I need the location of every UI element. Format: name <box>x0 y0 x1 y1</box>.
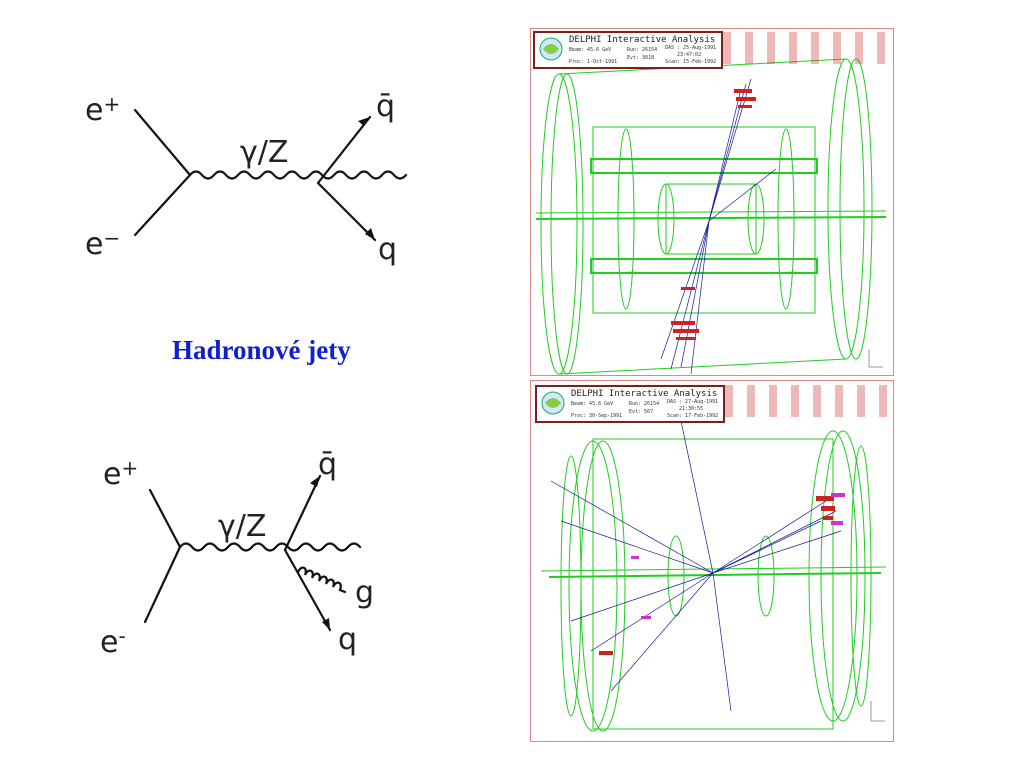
label-g-2: g <box>355 575 375 610</box>
label-e-plus-2: e+ <box>103 457 138 492</box>
event-stats-grid-2 <box>725 385 891 417</box>
label-qbar-1: q̄ <box>376 89 396 124</box>
header-time: 21:30:55 <box>679 406 704 412</box>
header-beam: Beam: 45.6 GeV <box>571 401 614 407</box>
header-evt: Evt: 3018 <box>627 55 655 61</box>
label-e-minus-1: e− <box>85 227 120 262</box>
label-boson-2: γ/Z <box>218 509 267 544</box>
label-boson-1: γ/Z <box>240 135 289 170</box>
detector-view <box>535 58 887 375</box>
label-e-plus-1: e+ <box>85 93 120 128</box>
header-proc: Proc: 1-Oct-1991 <box>569 59 618 65</box>
detector-view <box>540 420 887 732</box>
header-time: 23:47:02 <box>677 52 702 58</box>
label-qbar-2: q̄ <box>318 447 338 482</box>
label-minus-sign: - <box>118 624 126 648</box>
feynman-diagram-gluon-radiation <box>143 474 362 632</box>
label-q-2: q <box>338 622 358 657</box>
header-title: DELPHI Interactive Analysis <box>571 389 718 399</box>
label-plus-sign: + <box>121 456 139 480</box>
label-plus-sign: + <box>103 92 121 116</box>
label-e-text: e <box>100 625 119 660</box>
label-minus-sign: − <box>103 226 121 250</box>
header-title: DELPHI Interactive Analysis <box>569 35 716 45</box>
event-header-1: DELPHI Interactive Analysis Beam: 45.6 G… <box>533 31 723 69</box>
label-q-1: q <box>378 232 398 267</box>
header-scan: Scan: 15-Feb-1992 <box>665 59 717 65</box>
caption-hadron-jets: Hadronové jety <box>172 335 351 365</box>
label-e-text: e <box>103 457 122 492</box>
event-display-two-jet: DELPHI Interactive Analysis Beam: 45.6 G… <box>530 28 894 376</box>
event-header-2: DELPHI Interactive Analysis Beam: 45.6 G… <box>535 385 725 423</box>
header-beam: Beam: 45.6 GeV <box>569 47 612 53</box>
header-scan: Scan: 17-Feb-1992 <box>667 413 719 419</box>
header-evt: Evt: 567 <box>629 409 654 415</box>
header-das: DAS : 27-Aug-1991 <box>667 399 719 405</box>
delphi-logo-icon <box>541 391 565 415</box>
label-e-text: e <box>85 93 104 128</box>
header-run: Run: 26154 <box>629 401 660 407</box>
delphi-logo-icon <box>539 37 563 61</box>
event-display-three-jet: DELPHI Interactive Analysis Beam: 45.6 G… <box>530 380 894 742</box>
label-e-minus-2: e- <box>100 625 126 660</box>
header-run: Run: 26154 <box>627 47 658 53</box>
header-proc: Proc: 30-Sep-1991 <box>571 413 623 419</box>
feynman-diagram-annihilation <box>133 108 408 242</box>
header-das: DAS : 25-Aug-1991 <box>665 45 717 51</box>
event-stats-grid-1 <box>723 32 893 64</box>
label-e-text: e <box>85 227 104 262</box>
